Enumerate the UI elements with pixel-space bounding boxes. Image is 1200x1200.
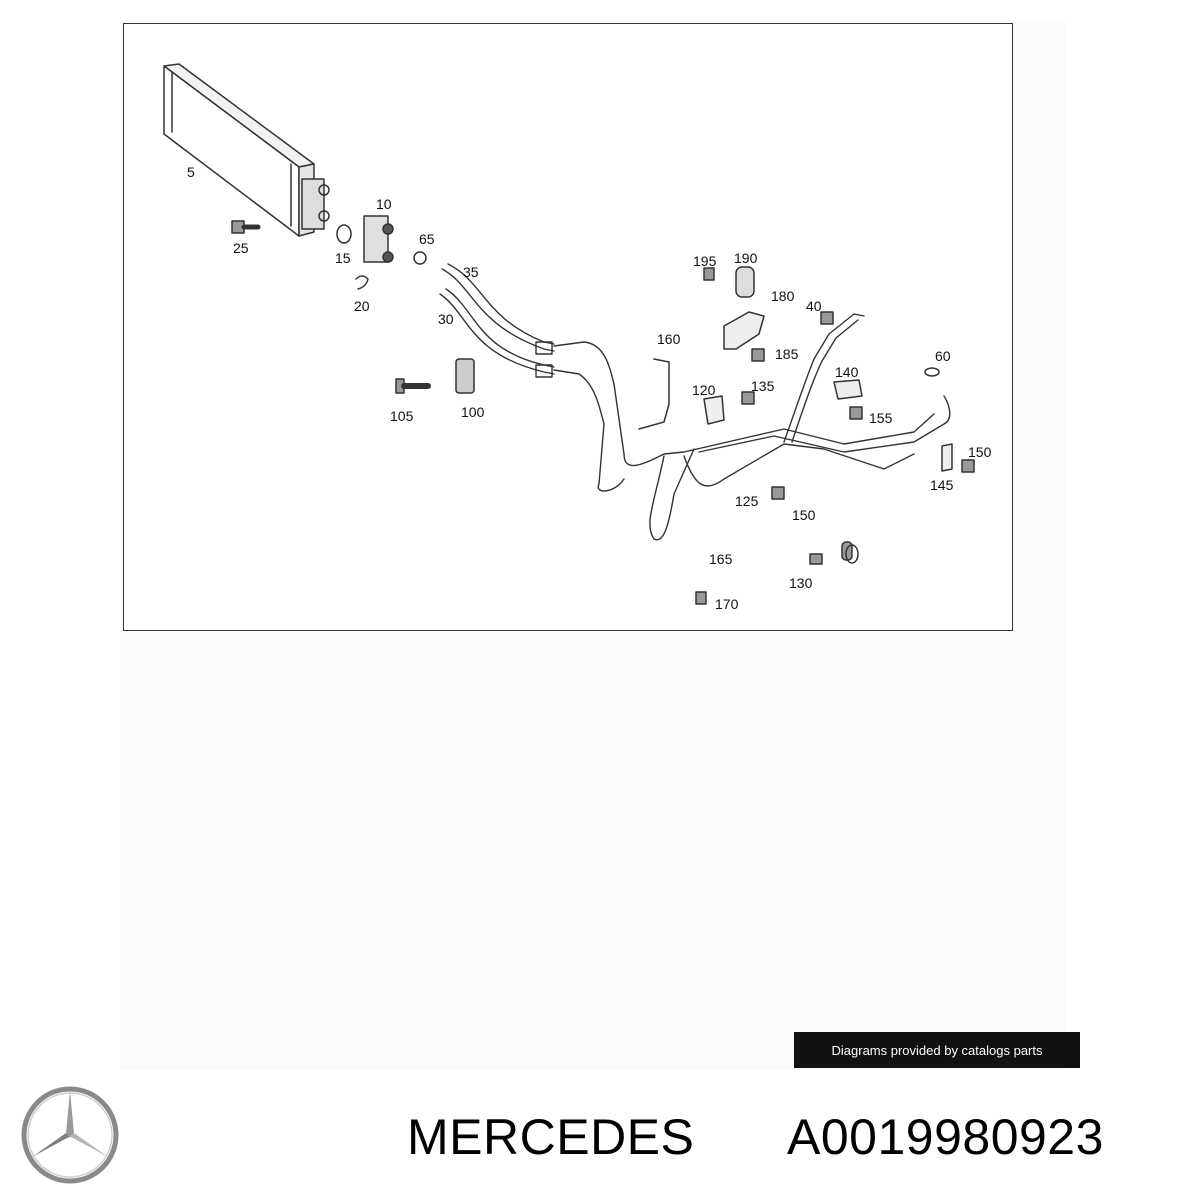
fitting-130 xyxy=(845,544,859,564)
part-label-10: 10 xyxy=(376,196,392,212)
part-label-190: 190 xyxy=(734,250,758,266)
part-label-35: 35 xyxy=(463,264,479,280)
part-label-65: 65 xyxy=(419,231,435,247)
clamp-190 xyxy=(735,266,755,298)
small-fasteners xyxy=(695,267,975,605)
part-label-100: 100 xyxy=(461,404,485,420)
part-number: A0019980923 xyxy=(787,1109,1104,1165)
part-label-155: 155 xyxy=(869,410,893,426)
seal-ring-60 xyxy=(924,367,940,377)
part-label-125: 125 xyxy=(735,493,759,509)
part-label-185: 185 xyxy=(775,346,799,362)
part-label-195: 195 xyxy=(693,253,717,269)
bolt-105 xyxy=(395,378,431,394)
bolt-25 xyxy=(231,220,261,234)
thermostat-valve-10 xyxy=(363,215,394,263)
part-label-120: 120 xyxy=(692,382,716,398)
part-label-150-center: 150 xyxy=(792,507,816,523)
brand-name: MERCEDES xyxy=(407,1109,695,1165)
parts-diagram: 5 10 25 15 65 20 35 30 105 100 195 190 1… xyxy=(123,23,1013,631)
bracket-145 xyxy=(941,443,953,472)
credit-badge: Diagrams provided by catalogs parts xyxy=(794,1032,1080,1068)
bracket-140 xyxy=(833,379,863,400)
part-label-170: 170 xyxy=(715,596,739,612)
mercedes-star-icon xyxy=(21,1086,119,1184)
part-label-60: 60 xyxy=(935,348,951,364)
part-label-165: 165 xyxy=(709,551,733,567)
part-label-20: 20 xyxy=(354,298,370,314)
part-label-145: 145 xyxy=(930,477,954,493)
part-label-40: 40 xyxy=(806,298,822,314)
seal-ring-15 xyxy=(336,224,352,244)
oil-cooler-radiator xyxy=(163,63,330,237)
part-label-25: 25 xyxy=(233,240,249,256)
part-label-105: 105 xyxy=(390,408,414,424)
clip-20 xyxy=(355,275,369,290)
part-label-180: 180 xyxy=(771,288,795,304)
seal-ring-65 xyxy=(413,251,427,265)
oil-cooler-lines xyxy=(439,263,951,541)
mount-100 xyxy=(455,358,475,394)
part-label-150-right: 150 xyxy=(968,444,992,460)
part-label-130: 130 xyxy=(789,575,813,591)
part-label-140: 140 xyxy=(835,364,859,380)
part-label-135: 135 xyxy=(751,378,775,394)
parts-diagram-drawing xyxy=(163,63,975,605)
part-label-5: 5 xyxy=(187,164,195,180)
bracket-180 xyxy=(723,311,765,350)
part-label-15: 15 xyxy=(335,250,351,266)
part-label-30: 30 xyxy=(438,311,454,327)
part-label-160: 160 xyxy=(657,331,681,347)
bracket-160 xyxy=(638,358,670,430)
bracket-120 xyxy=(703,395,725,425)
